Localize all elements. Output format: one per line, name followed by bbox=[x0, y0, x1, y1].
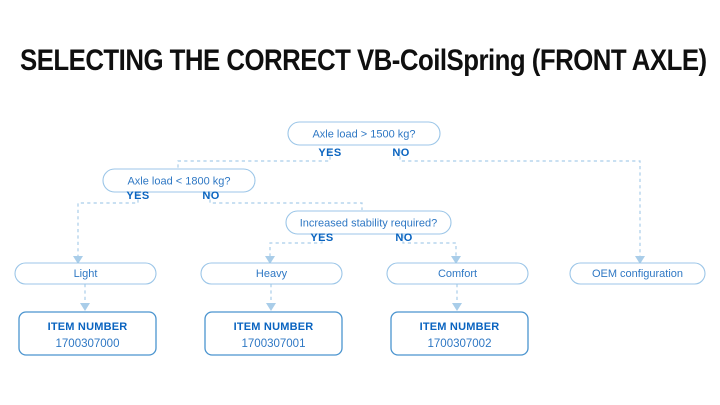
result-oem-pill[interactable] bbox=[569, 262, 706, 285]
item-number-card-2[interactable]: ITEM NUMBER 1700307001 bbox=[204, 311, 343, 356]
item-1-box[interactable] bbox=[18, 311, 157, 356]
decision-2-no-label: NO bbox=[202, 190, 219, 202]
result-heavy-label: Heavy bbox=[256, 268, 288, 280]
decision-1-label: Axle load > 1500 kg? bbox=[312, 128, 415, 140]
result-node-light[interactable]: Light bbox=[14, 262, 157, 285]
result-light-pill[interactable] bbox=[14, 262, 157, 285]
result-comfort-pill[interactable] bbox=[386, 262, 529, 285]
decision-node-increased-stability[interactable]: Increased stability required? bbox=[285, 210, 452, 235]
edge-d1-no bbox=[399, 150, 641, 256]
item-2-box[interactable] bbox=[204, 311, 343, 356]
decision-3-no-label: NO bbox=[395, 232, 412, 244]
result-node-heavy[interactable]: Heavy bbox=[200, 262, 343, 285]
result-oem-label: OEM configuration bbox=[592, 268, 683, 280]
edge-d2-yes bbox=[77, 193, 139, 256]
result-light-label: Light bbox=[74, 268, 98, 280]
decision-1-pill[interactable] bbox=[287, 121, 441, 146]
edge-d1-no-arrowhead bbox=[635, 256, 645, 264]
edge-d3-no bbox=[402, 235, 457, 256]
edge-d2-yes-arrowhead bbox=[73, 256, 83, 264]
decision-1-no-label: NO bbox=[392, 147, 409, 159]
edge-light-item1-arrowhead bbox=[80, 303, 90, 311]
item-1-value: 1700307000 bbox=[56, 338, 120, 350]
item-2-heading: ITEM NUMBER bbox=[234, 321, 314, 333]
item-number-card-3[interactable]: ITEM NUMBER 1700307002 bbox=[390, 311, 529, 356]
edge-comfort-item3-arrowhead bbox=[452, 303, 462, 311]
edge-heavy-item2-arrowhead bbox=[266, 303, 276, 311]
item-number-card-1[interactable]: ITEM NUMBER 1700307000 bbox=[18, 311, 157, 356]
result-heavy-pill[interactable] bbox=[200, 262, 343, 285]
edge-d3-yes bbox=[269, 235, 323, 256]
item-1-heading: ITEM NUMBER bbox=[48, 321, 128, 333]
decision-3-pill[interactable] bbox=[285, 210, 452, 235]
page-title: SELECTING THE CORRECT VB-CoilSpring (FRO… bbox=[20, 44, 707, 77]
decision-2-pill[interactable] bbox=[102, 168, 256, 193]
result-node-comfort[interactable]: Comfort bbox=[386, 262, 529, 285]
decision-1-yes-label: YES bbox=[318, 147, 341, 159]
item-3-heading: ITEM NUMBER bbox=[420, 321, 500, 333]
edge-d2-no bbox=[209, 193, 363, 210]
item-2-value: 1700307001 bbox=[242, 338, 306, 350]
decision-2-yes-label: YES bbox=[126, 190, 149, 202]
decision-3-label: Increased stability required? bbox=[300, 217, 438, 229]
decision-3-yes-label: YES bbox=[310, 232, 333, 244]
edge-d3-yes-arrowhead bbox=[265, 256, 275, 264]
result-node-oem-configuration[interactable]: OEM configuration bbox=[569, 262, 706, 285]
result-comfort-label: Comfort bbox=[438, 268, 477, 280]
item-3-value: 1700307002 bbox=[428, 338, 492, 350]
decision-node-axle-load-1500[interactable]: Axle load > 1500 kg? bbox=[287, 121, 441, 146]
edge-d1-yes bbox=[177, 150, 331, 168]
decision-2-label: Axle load < 1800 kg? bbox=[127, 175, 230, 187]
decision-node-axle-load-1800[interactable]: Axle load < 1800 kg? bbox=[102, 168, 256, 193]
edge-d3-no-arrowhead bbox=[451, 256, 461, 264]
item-3-box[interactable] bbox=[390, 311, 529, 356]
